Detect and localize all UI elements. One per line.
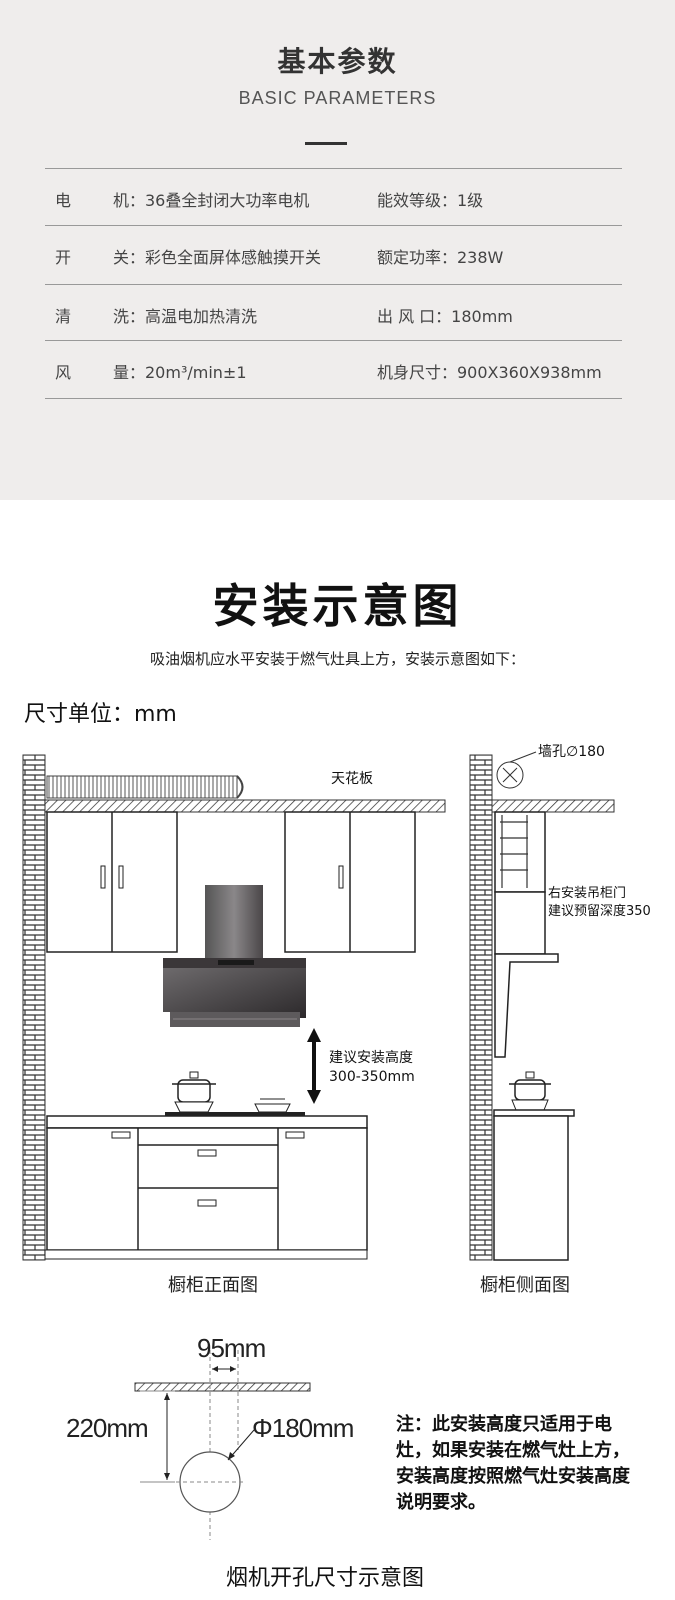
door-label: 右安装吊柜门 xyxy=(548,886,627,901)
hole-circle xyxy=(179,1451,241,1513)
burner-right xyxy=(254,1103,291,1113)
height-label: 建议安装高度 xyxy=(329,1050,413,1066)
unit-label: 尺寸单位：mm xyxy=(24,702,177,727)
side-upper-cabinet xyxy=(494,811,546,893)
burner-left xyxy=(174,1101,214,1113)
spec-value: 能效等级：1级 xyxy=(377,191,484,210)
spec-value: 机：36叠全封闭大功率电机 xyxy=(113,191,310,210)
install-title: 安装示意图 xyxy=(212,579,463,633)
cooktop xyxy=(165,1112,305,1116)
door-depth-label: 建议预留深度350 xyxy=(548,904,651,919)
side-ceiling xyxy=(491,799,615,813)
side-hood xyxy=(494,953,559,1058)
side-countertop xyxy=(493,1109,575,1117)
spec-value: 出 风 口：180mm xyxy=(377,307,513,326)
spec-row: 电 机：36叠全封闭大功率电机 能效等级：1级 xyxy=(45,168,622,226)
side-pot-icon xyxy=(514,1079,546,1101)
front-ceiling xyxy=(44,799,446,813)
spec-key: 清 xyxy=(55,307,72,326)
install-subtitle: 吸油烟机应水平安装于燃气灶具上方，安装示意图如下： xyxy=(149,650,525,668)
spec-value: 额定功率：238W xyxy=(377,248,504,267)
spec-key: 风 xyxy=(55,363,72,382)
dim-180mm: Φ180mm xyxy=(252,1413,354,1443)
dim-95mm: 95mm xyxy=(197,1333,266,1363)
exhaust-duct xyxy=(46,775,238,799)
front-brick-wall xyxy=(22,754,46,1261)
spec-row: 清 洗：高温电加热清洗 出 风 口：180mm xyxy=(45,284,622,342)
spec-value: 关：彩色全面屏体感触摸开关 xyxy=(113,248,322,267)
countertop xyxy=(46,1115,368,1129)
side-view-caption: 橱柜侧面图 xyxy=(480,1275,570,1296)
params-subtitle: BASIC PARAMETERS xyxy=(238,88,437,108)
install-note: 注：此安装高度只适用于电灶，如果安装在燃气灶上方，安装高度按照燃气灶安装高度说明… xyxy=(396,1414,630,1513)
hood-chimney xyxy=(205,885,263,958)
table-bottom-rule xyxy=(45,398,622,399)
spec-key: 开 xyxy=(55,248,72,267)
height-range-label: 300-350mm xyxy=(329,1069,415,1085)
spec-value: 量：20m³/min±1 xyxy=(113,363,247,382)
spec-value: 机身尺寸：900X360X938mm xyxy=(377,363,602,382)
spec-value: 洗：高温电加热清洗 xyxy=(113,307,258,326)
params-title: 基本参数 xyxy=(277,45,398,78)
dim-220mm: 220mm xyxy=(66,1413,149,1443)
hole-ceiling xyxy=(134,1382,311,1392)
spec-key: 电 xyxy=(55,191,72,210)
front-view-caption: 橱柜正面图 xyxy=(168,1275,258,1296)
title-divider xyxy=(305,142,347,145)
spec-row: 开 关：彩色全面屏体感触摸开关 额定功率：238W xyxy=(45,225,622,283)
side-lower-cabinet xyxy=(493,1115,569,1261)
parameters-section xyxy=(0,0,675,500)
hole-caption: 烟机开孔尺寸示意图 xyxy=(225,1566,424,1591)
wall-hole-label: 墙孔∅180 xyxy=(538,744,605,760)
hood-glass-panel xyxy=(163,968,306,1018)
lower-cabinet xyxy=(46,1127,368,1251)
side-brick-wall xyxy=(469,754,493,1261)
spec-row: 风 量：20m³/min±1 机身尺寸：900X360X938mm xyxy=(45,340,622,398)
ceiling-label: 天花板 xyxy=(331,771,373,787)
